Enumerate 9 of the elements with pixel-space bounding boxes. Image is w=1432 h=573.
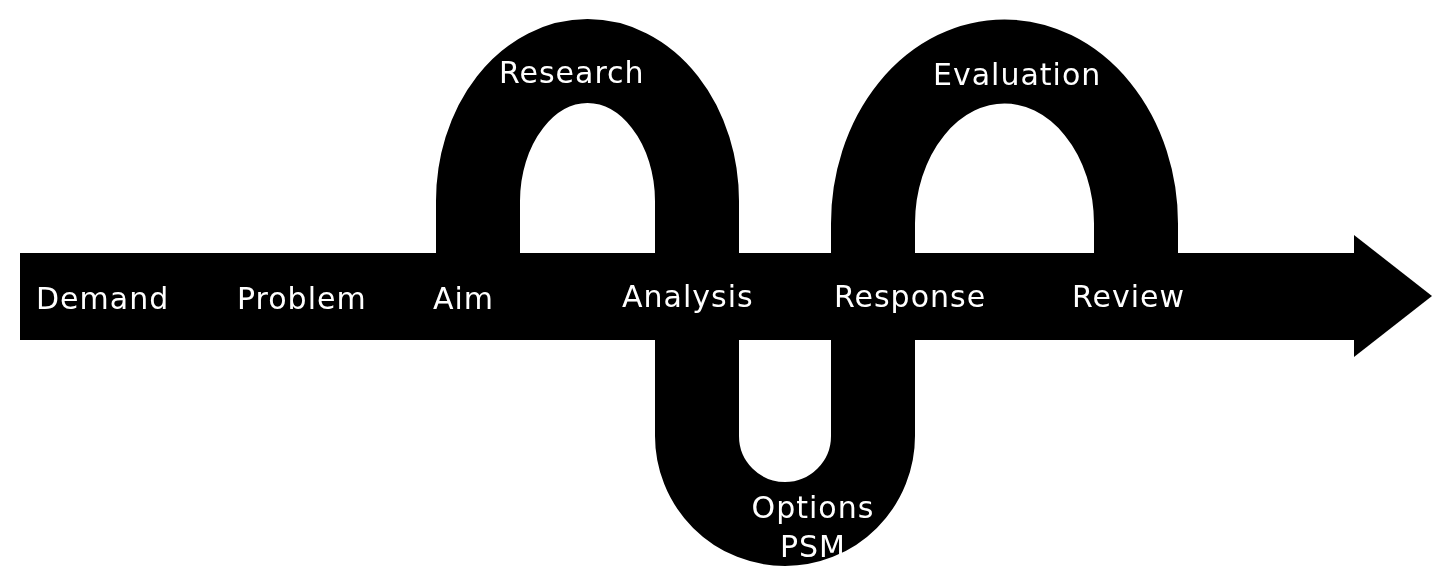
stage-label: Options PSM [750,489,876,566]
stage-label: Evaluation [933,55,1102,94]
stage-label: Problem [237,279,367,318]
stage-label: Aim [433,279,495,318]
stage-label: Analysis [622,277,754,316]
stage-label: Research [499,53,645,92]
stage-label: Demand [36,279,170,318]
stage-label: Review [1072,277,1186,316]
stage-label: Response [834,277,987,316]
